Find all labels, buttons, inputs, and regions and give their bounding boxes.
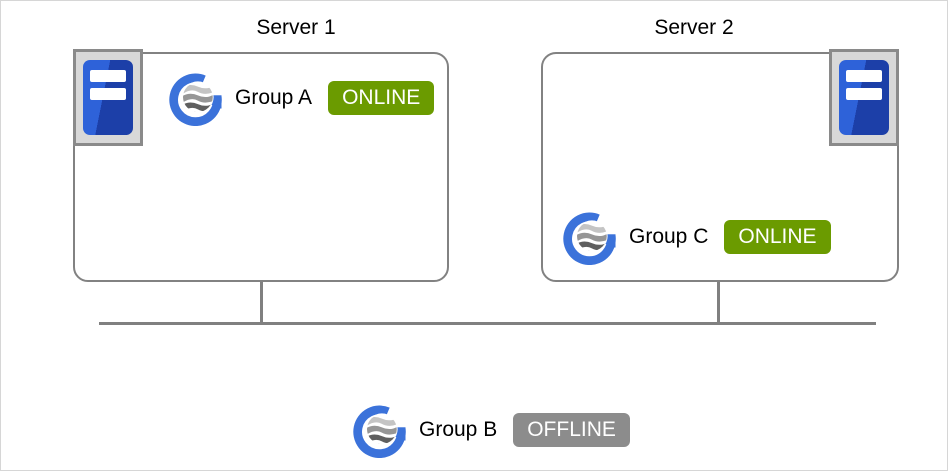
server1-title: Server 1 [256, 16, 336, 39]
group-logo-icon [169, 70, 225, 126]
server2-connector-line [717, 282, 720, 323]
server-icon [829, 49, 899, 146]
group-name: Group A [235, 86, 313, 109]
status-badge: OFFLINE [513, 413, 630, 447]
group-c-row: Group C ONLINE [563, 209, 831, 265]
group-logo-icon [563, 209, 619, 265]
group-a-row: Group A ONLINE [169, 70, 435, 126]
server-icon [73, 49, 143, 146]
status-badge: ONLINE [724, 220, 831, 254]
status-badge: ONLINE [328, 81, 435, 115]
server1-connector-line [260, 282, 263, 323]
network-bus-line [99, 322, 876, 325]
group-name: Group B [419, 418, 498, 441]
group-name: Group C [629, 225, 709, 248]
server2-title: Server 2 [654, 16, 734, 39]
group-b-row: Group B OFFLINE [353, 402, 630, 458]
group-logo-icon [353, 402, 409, 458]
